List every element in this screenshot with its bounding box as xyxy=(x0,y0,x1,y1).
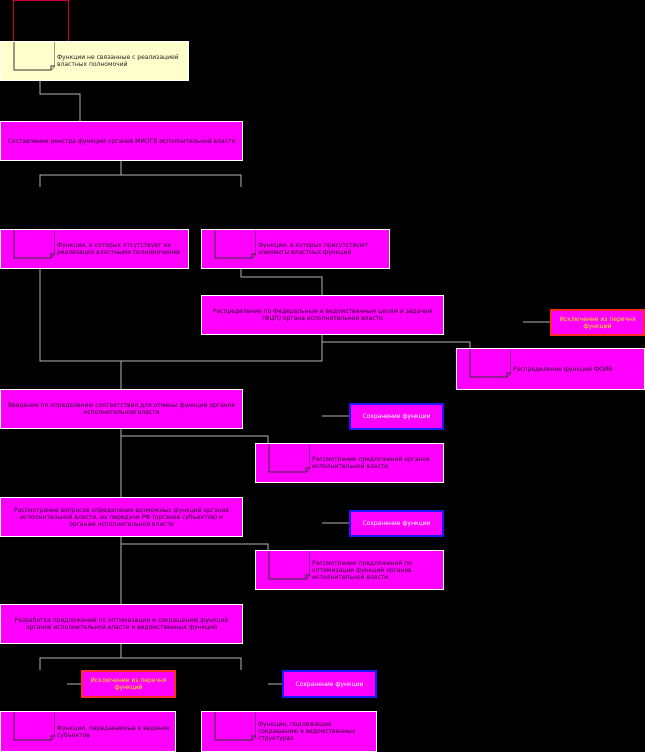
document-icon xyxy=(13,230,55,259)
doc-box-4[interactable]: Рассмотрение предложений органов исполни… xyxy=(255,443,444,483)
connector-step2-doc3 xyxy=(322,341,471,348)
main-step-label: Распределение по Федеральным и ведомстве… xyxy=(212,308,433,322)
exclude-marker-2[interactable]: Исключение из перечня функций xyxy=(81,670,176,698)
doc-label: Функции, подлежащие сокращению в ведомст… xyxy=(258,721,356,742)
connector-step2-join xyxy=(121,335,323,362)
connector-step5-split xyxy=(39,644,122,670)
connector-legend-step1 xyxy=(39,80,81,121)
legend-text: Функции не связанные с реализацией власт… xyxy=(57,54,179,68)
marker-label: Сохранение функции xyxy=(362,520,431,527)
marker-label: Сохранение функции xyxy=(295,680,364,688)
doc-box-1[interactable]: Функции, в которых отсутствует их реализ… xyxy=(0,229,189,269)
main-step-4[interactable]: Рассмотрение вопросов определения возмож… xyxy=(0,497,243,537)
doc-label: Функции, передаваемые в ведение субъекто… xyxy=(57,724,170,739)
doc-label: Рассмотрение предложений органов исполни… xyxy=(312,456,430,470)
doc-label: Распределение функций ФОИВ xyxy=(513,365,613,373)
document-icon xyxy=(13,712,55,741)
connector-step5-split-right xyxy=(121,657,242,670)
main-step-label: Рассмотрение вопросов определения возмож… xyxy=(14,506,229,528)
connector-doc2-step2 xyxy=(240,269,323,295)
main-step-3[interactable]: Введение по определению соответствия для… xyxy=(0,389,243,429)
connector-step3-doc4 xyxy=(121,435,269,443)
document-icon xyxy=(268,444,310,473)
doc-box-6[interactable]: Функции, передаваемые в ведение субъекто… xyxy=(0,711,176,752)
doc-box-3[interactable]: Распределение функций ФОИВ xyxy=(456,348,645,390)
exclude-marker-1[interactable]: Исключение из перечня функций xyxy=(550,309,645,336)
doc-label: Рассмотрение предложений по оптимизации … xyxy=(312,559,412,581)
doc-box-2[interactable]: Функции, в которых присутствуют элементы… xyxy=(201,229,390,269)
document-icon xyxy=(214,230,256,259)
document-icon xyxy=(214,712,256,741)
connector-left-trunk xyxy=(39,269,122,389)
keep-marker-2[interactable]: Сохранение функции xyxy=(349,510,444,537)
doc-label: Функции, в которых присутствуют элементы… xyxy=(258,242,369,256)
main-step-2[interactable]: Распределение по Федеральным и ведомстве… xyxy=(201,295,444,335)
main-step-5[interactable]: Разработка предложений по оптимизации и … xyxy=(0,604,243,644)
connector-step1-split xyxy=(39,161,122,187)
document-icon xyxy=(469,349,511,378)
keep-marker-1[interactable]: Сохранение функции xyxy=(349,403,444,430)
document-icon xyxy=(13,42,55,71)
legend-box: Функции не связанные с реализацией власт… xyxy=(0,41,189,81)
main-step-1[interactable]: Составление реестра функций органов МИОГ… xyxy=(0,121,243,161)
doc-box-5[interactable]: Рассмотрение предложений по оптимизации … xyxy=(255,550,444,590)
main-step-label: Разработка предложений по оптимизации и … xyxy=(14,617,229,631)
marker-label: Исключение из перечня функций xyxy=(90,677,167,691)
marker-label: Исключение из перечня функций xyxy=(559,315,636,330)
keep-marker-3[interactable]: Сохранение функции xyxy=(282,670,377,698)
connector-step1-split-right xyxy=(121,174,242,187)
doc-label: Функции, в которых отсутствует их реализ… xyxy=(57,242,180,256)
document-icon xyxy=(268,551,310,580)
connector-step4-doc5 xyxy=(121,543,269,550)
main-step-label: Введение по определению соответствия для… xyxy=(8,402,235,416)
doc-box-7[interactable]: Функции, подлежащие сокращению в ведомст… xyxy=(201,711,377,752)
marker-label: Сохранение функции xyxy=(362,413,431,420)
main-step-label: Составление реестра функций органов МИОГ… xyxy=(7,137,236,145)
